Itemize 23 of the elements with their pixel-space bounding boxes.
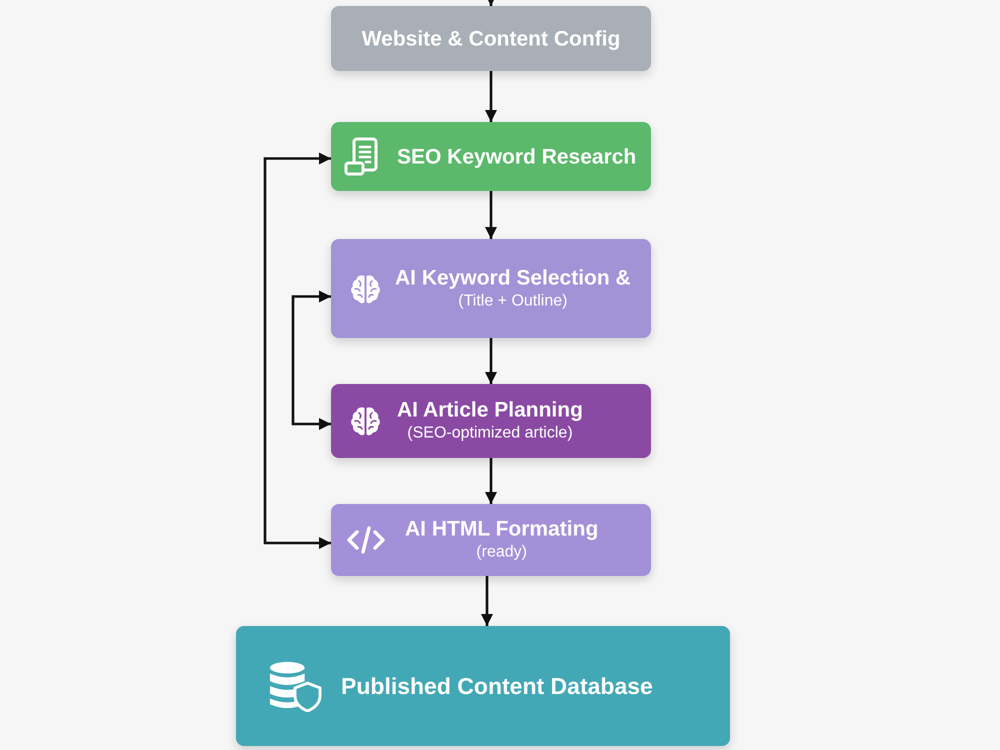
node-subtitle: (ready) [475,542,528,562]
process-box [331,122,651,191]
node-title: AI Article Planning [397,398,583,422]
process-box [331,384,651,458]
process-box [236,626,730,746]
double-arrow [292,290,331,430]
node-subtitle: (Title + Outline) [457,291,568,311]
node-title: AI Keyword Selection & [395,265,631,290]
arrow [485,458,497,504]
node-title: SEO Keyword Research [397,144,636,169]
process-box [331,504,651,576]
arrow [485,338,497,384]
arrow [485,0,497,6]
node-title: Published Content Database [341,672,653,700]
arrow [485,71,497,122]
node-title: AI HTML Formating [405,516,598,542]
double-arrow [264,152,331,549]
process-box [331,239,651,338]
arrow [485,191,497,239]
process-box [331,6,651,71]
node-title: Website & Content Config [360,26,622,51]
arrow [481,576,493,626]
node-subtitle: (SEO-optimized article) [406,424,574,444]
